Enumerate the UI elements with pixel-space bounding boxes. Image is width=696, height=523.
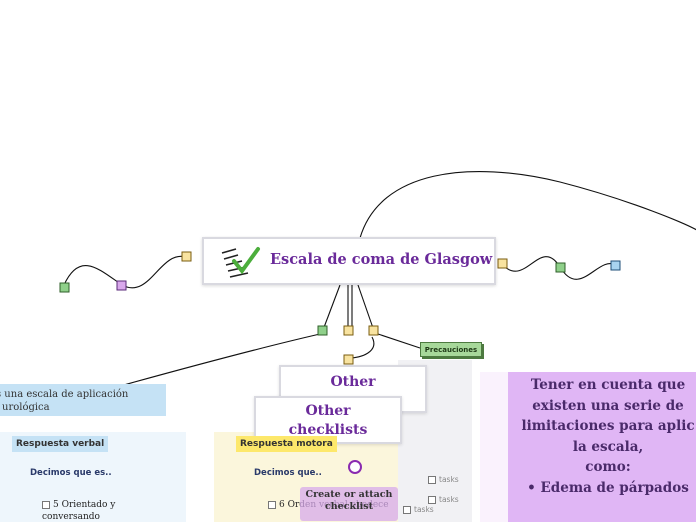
attach-circle-icon	[348, 460, 362, 474]
motor-topic-label: Respuesta motora	[240, 439, 333, 449]
connector-to-green	[322, 284, 341, 331]
checkbox-icon[interactable]	[428, 496, 436, 504]
verbal-sub[interactable]: Decimos que es..	[30, 468, 112, 478]
yellow-marker-lower	[343, 354, 354, 365]
task-item[interactable]: tasks	[428, 475, 459, 484]
verbal-leaf[interactable]: 5 Orientado y conversando	[42, 499, 142, 523]
green-marker-far-left	[59, 282, 70, 293]
green-marker-right	[555, 262, 566, 273]
yellow-marker-center	[343, 325, 354, 336]
checkbox-icon[interactable]	[403, 506, 411, 514]
create-checklist-label: Create or attach checklist	[305, 489, 393, 512]
verbal-sub-label: Decimos que es..	[30, 468, 112, 478]
checkbox-icon[interactable]	[42, 500, 50, 509]
warning-shadow	[480, 372, 510, 522]
task-item[interactable]: tasks	[403, 505, 434, 514]
root-node[interactable]: Escala de coma de Glasgow	[202, 237, 496, 285]
yellow-marker-left	[181, 251, 192, 262]
blue-marker-right	[610, 260, 621, 271]
warning-note[interactable]: Tener en cuenta que existen una serie de…	[508, 372, 696, 522]
checklist-icon	[221, 247, 260, 278]
warning-line: la escala,	[572, 438, 644, 455]
root-title: Escala de coma de Glasgow	[270, 251, 493, 268]
yellow-marker-right	[497, 258, 508, 269]
warning-line: • Edema de párpados	[527, 479, 689, 496]
warning-line: limitaciones para aplic	[521, 418, 695, 434]
purple-marker	[116, 280, 127, 291]
yellow-marker-center-right	[368, 325, 379, 336]
left-topic-line-2: urológica	[2, 402, 50, 413]
verbal-topic[interactable]: Respuesta verbal	[12, 436, 109, 452]
connector-to-yellow-right	[357, 284, 374, 329]
checkbox-icon[interactable]	[428, 476, 436, 484]
left-topic-line-1: s una escala de aplicación	[0, 389, 129, 400]
motor-sub-label: Decimos que..	[254, 468, 322, 478]
create-checklist-button[interactable]: Create or attach checklist	[300, 487, 398, 521]
checkbox-icon[interactable]	[268, 500, 276, 509]
warning-line: Tener en cuenta que	[530, 377, 686, 393]
motor-topic[interactable]: Respuesta motora	[236, 436, 337, 452]
verbal-leaf-label: 5 Orientado y conversando	[42, 500, 116, 522]
task-item[interactable]: tasks	[428, 495, 459, 504]
task-label: tasks	[439, 475, 459, 484]
left-topic-label[interactable]: s una escala de aplicación urológica	[0, 384, 166, 416]
connector-top-right	[359, 170, 696, 239]
connector-to-left-label	[119, 333, 321, 387]
warning-line: existen una serie de	[532, 397, 684, 414]
other-card-back-label: Other	[330, 374, 376, 390]
motor-sub[interactable]: Decimos que..	[254, 468, 322, 478]
task-label: tasks	[439, 495, 459, 504]
verbal-topic-label: Respuesta verbal	[16, 439, 105, 449]
precautions-label: Precauciones	[424, 346, 478, 354]
connector-to-precautions	[377, 333, 421, 349]
precautions-node[interactable]: Precauciones	[420, 342, 482, 357]
other-card-front-label: Other checklists	[288, 403, 368, 438]
warning-line: como:	[585, 459, 631, 475]
task-label: tasks	[414, 505, 434, 514]
green-marker-center	[317, 325, 328, 336]
